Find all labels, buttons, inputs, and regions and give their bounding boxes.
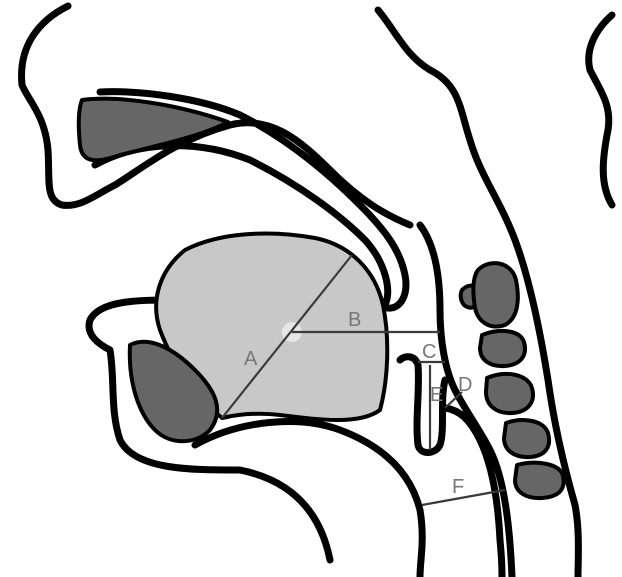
label-b: B (348, 309, 361, 331)
label-d: D (458, 374, 472, 396)
vertebra-c2 (473, 263, 517, 326)
vertebra-c6 (515, 463, 564, 498)
neck-back-outline (589, 15, 612, 205)
label-a: A (244, 348, 258, 370)
label-c: C (422, 341, 436, 363)
label-f: F (452, 476, 464, 498)
vertebra-c5 (504, 420, 549, 457)
label-e: E (430, 384, 443, 406)
vertebra-c3 (480, 331, 525, 366)
mouth-floor-outline (195, 422, 422, 577)
vertebra-c4 (486, 374, 533, 413)
